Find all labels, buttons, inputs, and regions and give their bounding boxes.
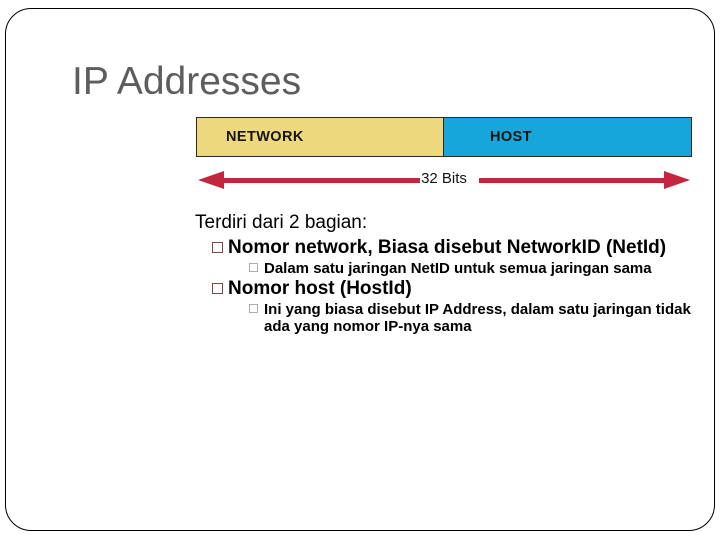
content-body: Terdiri dari 2 bagian: Nomor network, Bi…: [195, 210, 695, 337]
square-bullet-icon: [249, 304, 258, 313]
bit-width-annotation: 32 Bits: [196, 165, 692, 195]
host-segment-label: HOST: [489, 129, 532, 145]
square-bullet-icon: [249, 263, 258, 272]
bit-layout-bar: NETWORK HOST: [196, 117, 692, 157]
square-bullet-icon: [212, 241, 223, 253]
page-title: IP Addresses: [72, 60, 302, 103]
list-item-label: Nomor network, Biasa disebut NetworkID (…: [228, 237, 667, 258]
arrow-right-line: [479, 178, 666, 183]
host-segment: HOST: [442, 118, 691, 156]
list-item: Nomor host (HostId): [195, 278, 695, 300]
list-item-label: Ini yang biasa disebut IP Address, dalam…: [264, 300, 691, 336]
network-segment: NETWORK: [197, 118, 443, 156]
square-bullet-icon: [212, 282, 223, 294]
list-item-label: Nomor host (HostId): [228, 278, 412, 299]
list-item: Nomor network, Biasa disebut NetworkID (…: [195, 237, 695, 259]
ip-address-diagram: NETWORK HOST 32 Bits: [196, 117, 692, 199]
list-item: Ini yang biasa disebut IP Address, dalam…: [195, 301, 695, 336]
arrow-right-icon: [664, 171, 690, 189]
bit-width-label: 32 Bits: [421, 170, 467, 187]
list-item-label: Dalam satu jaringan NetID untuk semua ja…: [264, 259, 652, 277]
network-segment-label: NETWORK: [226, 129, 304, 145]
body-intro-line: Terdiri dari 2 bagian:: [195, 212, 368, 233]
arrow-left-icon: [198, 171, 224, 189]
list-item: Dalam satu jaringan NetID untuk semua ja…: [195, 260, 695, 278]
arrow-left-line: [222, 178, 420, 183]
